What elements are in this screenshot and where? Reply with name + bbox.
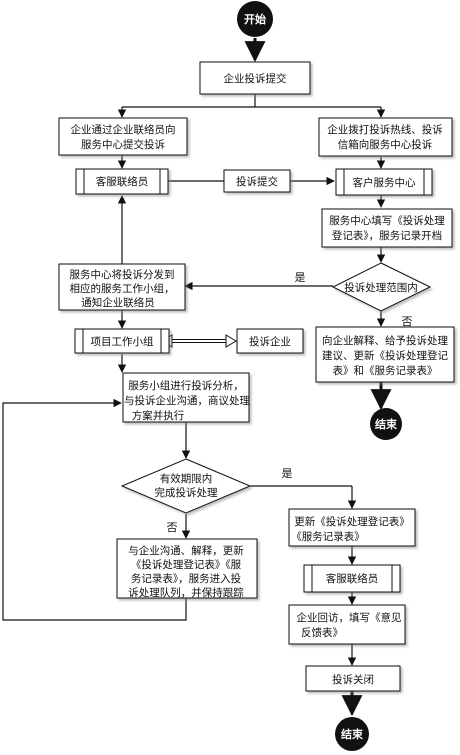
label-yes-scope: 是 bbox=[295, 271, 306, 284]
end-terminal-final: 结束 bbox=[335, 717, 369, 751]
svg-text:有效期限内: 有效期限内 bbox=[160, 472, 213, 485]
end-terminal-outside: 结束 bbox=[370, 408, 402, 440]
svg-text:服务小组进行投诉分析，: 服务小组进行投诉分析， bbox=[128, 379, 244, 392]
svg-text:服务中心将投诉分发到: 服务中心将投诉分发到 bbox=[70, 268, 175, 281]
svg-text:投诉处理范围内: 投诉处理范围内 bbox=[344, 281, 418, 294]
end-label-1: 结束 bbox=[374, 417, 398, 431]
node-close: 投诉关闭 bbox=[305, 665, 401, 692]
svg-text:完成投诉处理: 完成投诉处理 bbox=[155, 486, 218, 499]
node-analysis: 服务小组进行投诉分析， 与投诉企业沟通，商议处理 方案并执行 bbox=[122, 372, 250, 423]
svg-text:信箱向服务中心投诉: 信箱向服务中心投诉 bbox=[338, 138, 433, 151]
svg-text:与投诉企业沟通，商议处理: 与投诉企业沟通，商议处理 bbox=[124, 394, 250, 407]
node-communicate: 与企业沟通、解释，更新 《投诉处理登记表》《服 务记录表》，服务进入投 诉处理队… bbox=[116, 538, 258, 599]
svg-text:服务中心提交投诉: 服务中心提交投诉 bbox=[81, 138, 165, 151]
svg-text:向企业解释、给予投诉处理: 向企业解释、给予投诉处理 bbox=[322, 334, 448, 347]
svg-text:通知企业联络员: 通知企业联络员 bbox=[81, 296, 155, 309]
svg-text:项目工作小组: 项目工作小组 bbox=[91, 335, 154, 348]
svg-text:表》和《服务记录表》: 表》和《服务记录表》 bbox=[333, 364, 438, 377]
decision-in-scope: 投诉处理范围内 bbox=[331, 262, 432, 312]
svg-text:与企业沟通、解释，更新: 与企业沟通、解释，更新 bbox=[128, 544, 244, 557]
node-update-records: 更新《投诉处理登记表》 《服务记录表》 bbox=[288, 508, 416, 547]
svg-text:诉处理队列，并保持跟踪: 诉处理队列，并保持跟踪 bbox=[128, 586, 244, 599]
start-terminal: 开始 bbox=[237, 1, 273, 37]
svg-text:客户服务中心: 客户服务中心 bbox=[353, 176, 416, 189]
svg-text:投诉企业: 投诉企业 bbox=[249, 335, 291, 348]
node-project-group: 项目工作小组 bbox=[74, 328, 170, 354]
svg-text:建议、更新《投诉处理登记: 建议、更新《投诉处理登记 bbox=[322, 349, 448, 362]
svg-text:反馈表》: 反馈表》 bbox=[301, 626, 343, 639]
decision-within-deadline: 有效期限内 完成投诉处理 bbox=[120, 458, 252, 514]
node-liaison-2: 客服联络员 bbox=[303, 564, 401, 593]
svg-text:登记表》，服务记录开档: 登记表》，服务记录开档 bbox=[332, 229, 442, 242]
svg-text:客服联络员: 客服联络员 bbox=[326, 572, 379, 585]
node-liaison: 客服联络员 bbox=[75, 168, 169, 195]
edge-group-company-bidirectional bbox=[161, 334, 237, 348]
end-label-2: 结束 bbox=[340, 727, 364, 741]
node-complaint-submit: 投诉提交 bbox=[223, 169, 291, 193]
svg-text:企业拨打投诉热线、投诉: 企业拨打投诉热线、投诉 bbox=[327, 123, 443, 136]
svg-text:企业投诉提交: 企业投诉提交 bbox=[224, 72, 287, 85]
label-no-scope: 否 bbox=[402, 315, 413, 328]
svg-text:《服务记录表》: 《服务记录表》 bbox=[291, 530, 365, 543]
svg-text:更新《投诉处理登记表》: 更新《投诉处理登记表》 bbox=[294, 515, 410, 528]
node-fill-record: 服务中心填写《投诉处理 登记表》，服务记录开档 bbox=[321, 208, 453, 248]
node-complaining-company: 投诉企业 bbox=[236, 328, 304, 354]
connectors bbox=[2, 38, 392, 717]
svg-text:企业通过企业联络员向: 企业通过企业联络员向 bbox=[71, 123, 176, 136]
node-revisit: 企业回访，填写《意见 反馈表》 bbox=[288, 604, 406, 645]
node-submit: 企业投诉提交 bbox=[199, 61, 311, 95]
svg-text:方案并执行: 方案并执行 bbox=[132, 409, 185, 422]
svg-text:投诉关闭: 投诉关闭 bbox=[332, 673, 374, 686]
node-via-hotline: 企业拨打投诉热线、投诉 信箱向服务中心投诉 bbox=[318, 117, 453, 157]
label-no-deadline: 否 bbox=[167, 521, 178, 534]
svg-text:企业回访，填写《意见: 企业回访，填写《意见 bbox=[297, 611, 402, 624]
edge-loop-back bbox=[2, 398, 187, 621]
start-label: 开始 bbox=[244, 12, 266, 26]
node-customer-center: 客户服务中心 bbox=[335, 168, 433, 196]
svg-text:《投诉处理登记表》《服: 《投诉处理登记表》《服 bbox=[131, 558, 242, 571]
svg-text:相应的服务工作小组，: 相应的服务工作小组， bbox=[70, 282, 175, 295]
svg-text:务记录表》，服务进入投: 务记录表》，服务进入投 bbox=[131, 572, 242, 585]
node-assign-group: 服务中心将投诉分发到 相应的服务工作小组， 通知企业联络员 bbox=[58, 263, 186, 311]
svg-text:投诉提交: 投诉提交 bbox=[236, 175, 278, 188]
node-via-liaison: 企业通过企业联络员向 服务中心提交投诉 bbox=[58, 117, 188, 156]
label-yes-deadline: 是 bbox=[282, 467, 293, 480]
node-explain-outside: 向企业解释、给予投诉处理 建议、更新《投诉处理登记 表》和《服务记录表》 bbox=[315, 326, 455, 383]
svg-text:服务中心填写《投诉处理: 服务中心填写《投诉处理 bbox=[329, 214, 445, 227]
svg-text:客服联络员: 客服联络员 bbox=[96, 175, 149, 188]
